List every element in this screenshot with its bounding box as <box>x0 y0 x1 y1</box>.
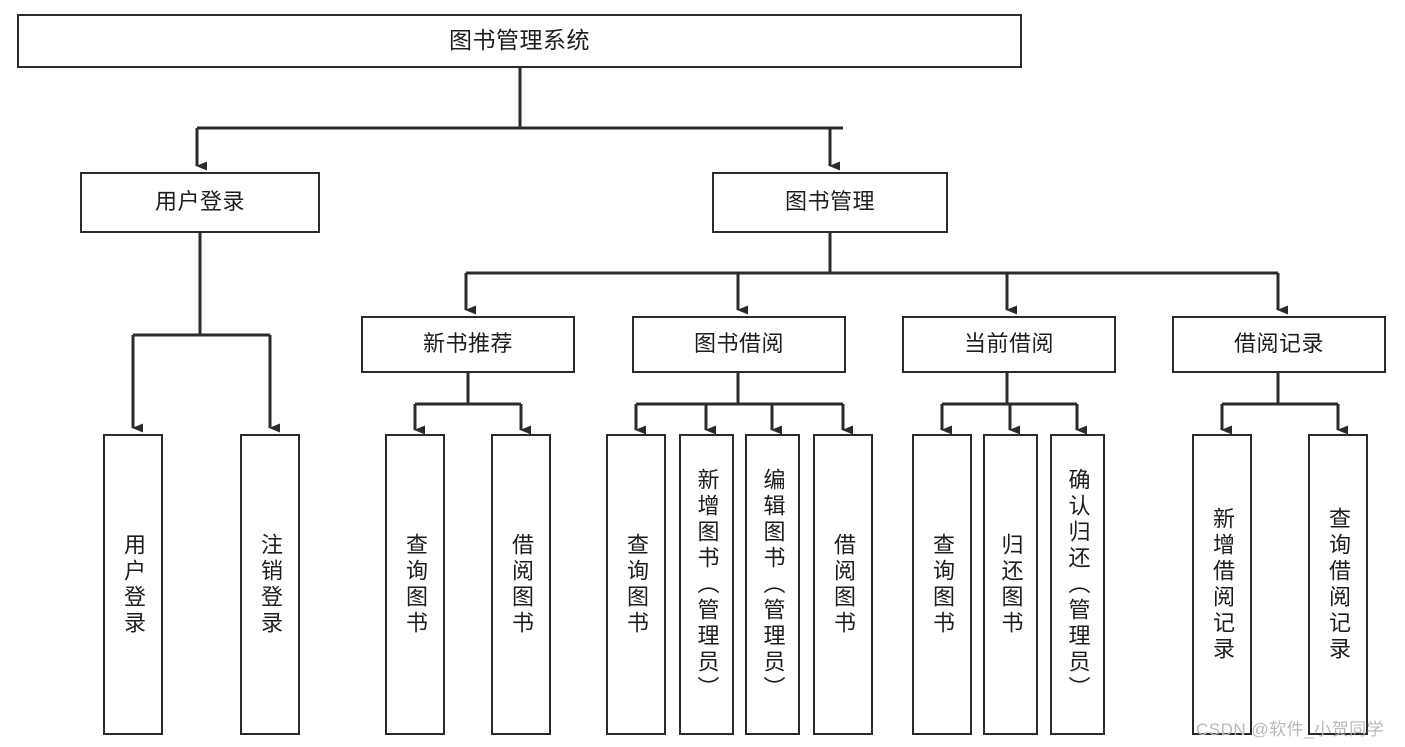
node-leaf-logout-login-label: 注销登录 <box>258 532 283 637</box>
node-book-borrow-label: 图书借阅 <box>693 331 784 357</box>
node-leaf-user-login-label: 用户登录 <box>121 532 146 637</box>
node-leaf-borrow-book-2[interactable]: 借阅图书 <box>813 434 873 735</box>
node-book-borrow[interactable]: 图书借阅 <box>632 316 846 373</box>
node-new-book-recommend[interactable]: 新书推荐 <box>361 316 575 373</box>
node-leaf-return-book-label: 归还图书 <box>998 532 1024 637</box>
node-leaf-query-record[interactable]: 查询借阅记录 <box>1308 434 1368 735</box>
node-leaf-borrow-book-1[interactable]: 借阅图书 <box>491 434 551 735</box>
node-new-book-recommend-label: 新书推荐 <box>422 331 513 357</box>
node-leaf-edit-book[interactable]: 编辑图书（管理员） <box>745 434 800 735</box>
node-user-login-label: 用户登录 <box>154 189 245 215</box>
node-leaf-add-record[interactable]: 新增借阅记录 <box>1192 434 1252 735</box>
node-leaf-query-book-2-label: 查询图书 <box>624 532 649 637</box>
node-book-manage[interactable]: 图书管理 <box>712 172 948 233</box>
node-leaf-return-book[interactable]: 归还图书 <box>983 434 1038 735</box>
node-leaf-query-record-label: 查询借阅记录 <box>1326 506 1351 663</box>
node-user-login[interactable]: 用户登录 <box>80 172 320 233</box>
node-leaf-borrow-book-1-label: 借阅图书 <box>509 532 534 637</box>
node-root-label: 图书管理系统 <box>449 27 590 54</box>
node-leaf-add-record-label: 新增借阅记录 <box>1210 506 1235 663</box>
node-leaf-user-login[interactable]: 用户登录 <box>103 434 163 735</box>
node-leaf-query-book-3-label: 查询图书 <box>930 532 955 637</box>
node-leaf-confirm-return[interactable]: 确认归还（管理员） <box>1050 434 1105 735</box>
node-leaf-edit-book-label: 编辑图书（管理员） <box>760 467 786 702</box>
node-current-borrow-label: 当前借阅 <box>963 331 1054 357</box>
node-leaf-query-book-1-label: 查询图书 <box>403 532 428 637</box>
node-borrow-record-label: 借阅记录 <box>1233 331 1324 357</box>
node-leaf-query-book-1[interactable]: 查询图书 <box>385 434 445 735</box>
node-leaf-add-book[interactable]: 新增图书（管理员） <box>679 434 734 735</box>
node-root[interactable]: 图书管理系统 <box>17 14 1022 68</box>
node-leaf-confirm-return-label: 确认归还（管理员） <box>1065 467 1091 702</box>
node-borrow-record[interactable]: 借阅记录 <box>1172 316 1386 373</box>
node-current-borrow[interactable]: 当前借阅 <box>902 316 1116 373</box>
node-leaf-add-book-label: 新增图书（管理员） <box>694 467 720 702</box>
node-leaf-query-book-2[interactable]: 查询图书 <box>606 434 666 735</box>
node-leaf-query-book-3[interactable]: 查询图书 <box>912 434 972 735</box>
node-leaf-borrow-book-2-label: 借阅图书 <box>831 532 856 637</box>
node-leaf-logout-login[interactable]: 注销登录 <box>240 434 300 735</box>
node-book-manage-label: 图书管理 <box>784 189 875 215</box>
